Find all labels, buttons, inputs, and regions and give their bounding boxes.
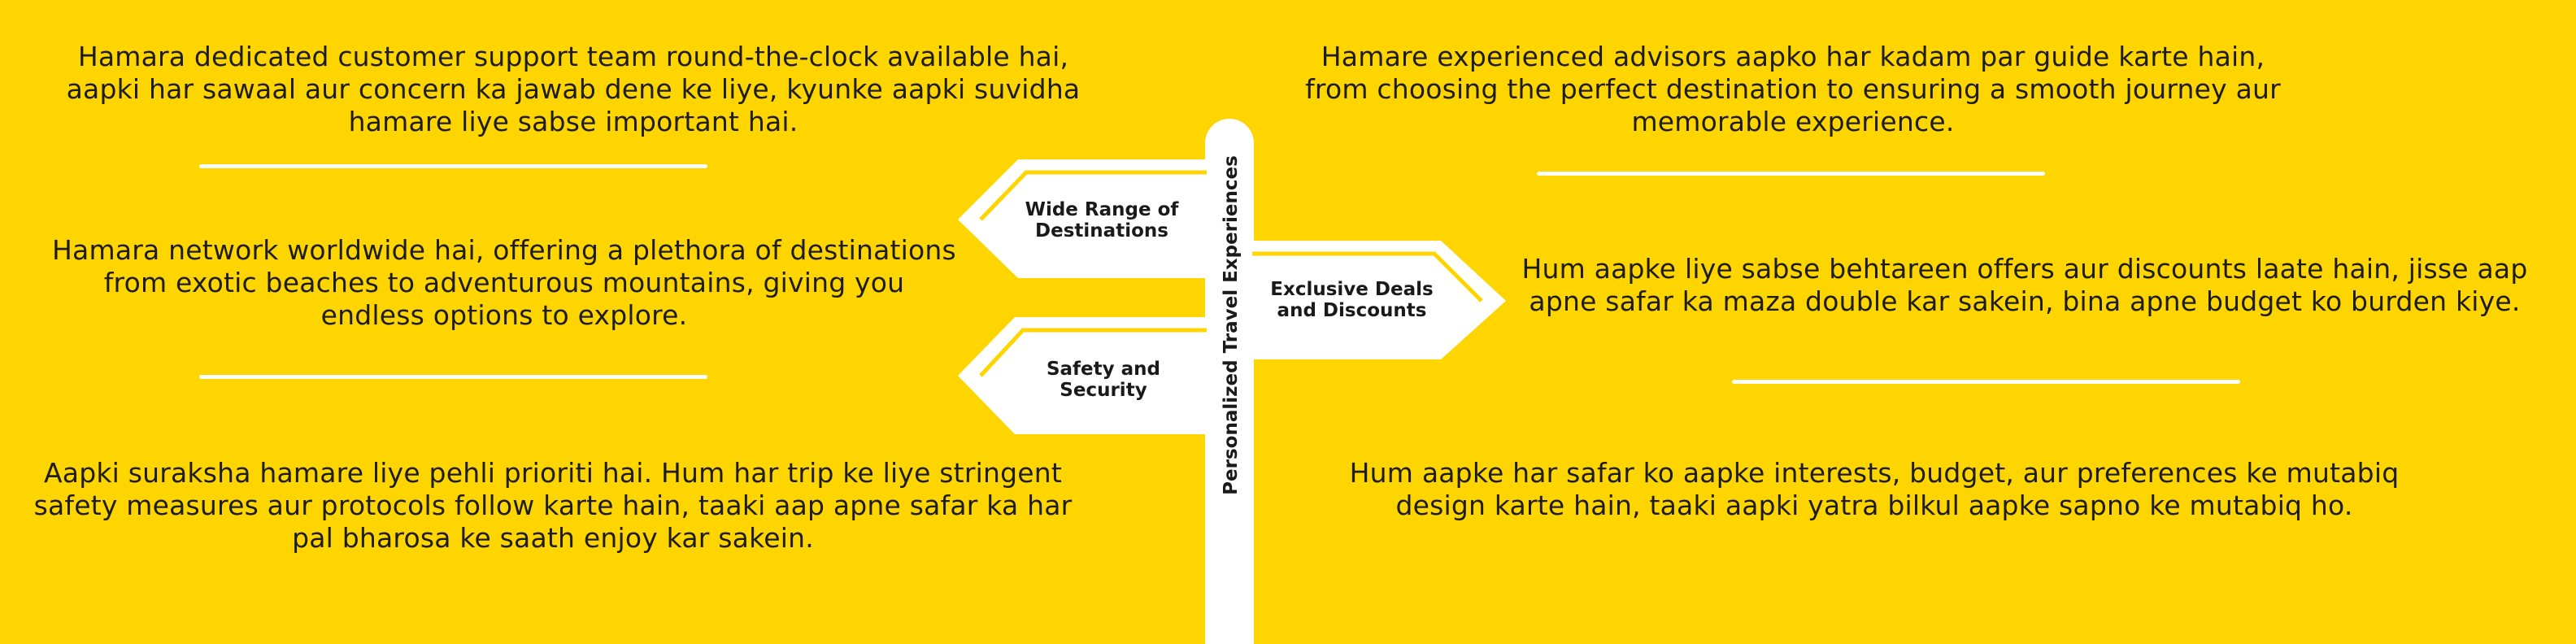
divider-right-2 [1732, 380, 2240, 384]
sign-wide-range [958, 159, 1207, 278]
network-paragraph: Hamara network worldwide hai, offering a… [52, 234, 956, 331]
divider-left-2 [199, 375, 707, 379]
safety-paragraph: Aapki suraksha hamare liye pehli priorit… [33, 457, 1073, 554]
sign-label-exclusive-deals: Exclusive Deals and Discounts [1270, 279, 1434, 321]
sign-exclusive-deals [1252, 241, 1506, 359]
sign-safety [958, 317, 1207, 434]
sign-label-wide-range: Wide Range of Destinations [1025, 199, 1179, 242]
advisors-paragraph: Hamare experienced advisors aapko har ka… [1305, 41, 2281, 137]
divider-right-1 [1537, 172, 2045, 176]
support-paragraph: Hamara dedicated customer support team r… [66, 41, 1081, 137]
personalized-paragraph: Hum aapke har safar ko aapke interests, … [1349, 457, 2400, 521]
signpost-pole [1205, 119, 1254, 644]
pole-label-text: Personalized Travel Experiences [1221, 155, 1242, 495]
sign-label-safety: Safety and Security [1046, 359, 1161, 401]
offers-paragraph: Hum aapke liye sabse behtareen offers au… [1521, 253, 2528, 317]
divider-left-1 [199, 164, 707, 168]
